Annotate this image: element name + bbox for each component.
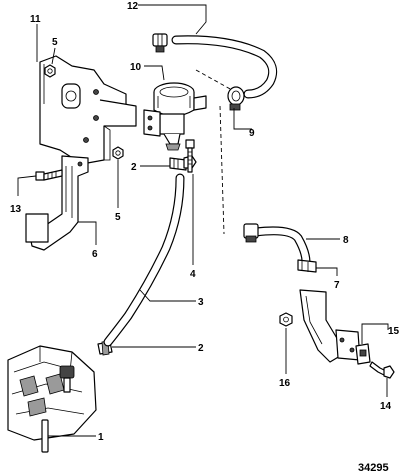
right-bracket	[299, 289, 361, 363]
callout-2-upper: 2	[131, 162, 137, 173]
callout-9: 9	[249, 128, 255, 139]
engine-block	[7, 345, 97, 441]
long-hose-3	[103, 173, 185, 347]
leader-lines	[17, 4, 389, 437]
callout-6: 6	[92, 249, 98, 260]
mounting-plate	[39, 55, 137, 165]
callout-16: 16	[279, 378, 291, 389]
fitting-15	[355, 343, 371, 365]
figure-number: 34295	[358, 462, 389, 474]
screw-14	[369, 361, 395, 379]
callout-13: 13	[10, 204, 22, 215]
nut-5-lower	[112, 146, 124, 160]
bolt-13	[35, 169, 63, 181]
upper-hose	[171, 35, 278, 99]
hose-clamp-9	[227, 86, 245, 111]
nut-16	[279, 312, 293, 327]
callout-1: 1	[98, 432, 104, 443]
callout-2-lower: 2	[198, 343, 204, 354]
callout-10: 10	[130, 62, 142, 73]
callout-14: 14	[380, 401, 392, 412]
callout-4: 4	[190, 269, 196, 280]
callout-5-lower: 5	[115, 212, 121, 223]
callout-7: 7	[334, 280, 340, 291]
tube-1	[41, 419, 49, 453]
screw-4	[185, 139, 195, 173]
separator-valve	[143, 82, 207, 151]
callout-3: 3	[198, 297, 204, 308]
callout-11: 11	[30, 14, 41, 25]
alignment-line	[195, 69, 233, 91]
short-hose	[243, 223, 317, 273]
hose-clamp-upper	[152, 33, 168, 53]
fitting-2-upper	[169, 155, 197, 171]
nut-5-upper	[44, 64, 56, 78]
callout-15: 15	[388, 326, 400, 337]
alignment-line	[219, 105, 225, 235]
callout-labels: 12 11 5 10 9 2 13 5 6 8 4 7 3 15 2 16 14…	[10, 1, 400, 474]
callout-12: 12	[127, 1, 139, 12]
callout-5-upper: 5	[52, 37, 58, 48]
lower-bracket	[25, 155, 89, 251]
callout-8: 8	[343, 235, 349, 246]
